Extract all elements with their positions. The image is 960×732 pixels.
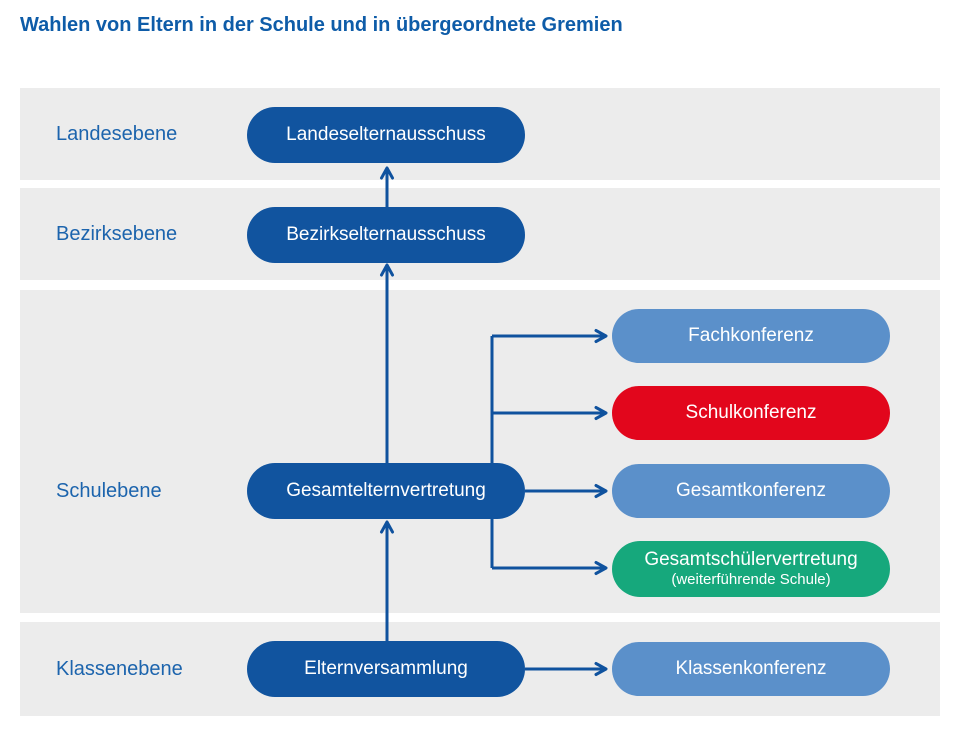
- node-elternversammlung: Elternversammlung: [247, 641, 525, 697]
- node-label: Fachkonferenz: [688, 325, 814, 347]
- node-label: Bezirkselternausschuss: [286, 224, 486, 246]
- page-title: Wahlen von Eltern in der Schule und in ü…: [20, 14, 623, 36]
- node-fachkonferenz: Fachkonferenz: [612, 309, 890, 363]
- node-bezirkselternausschuss: Bezirkselternausschuss: [247, 207, 525, 263]
- node-label: Gesamtkonferenz: [676, 480, 826, 502]
- band-label-landesebene: Landesebene: [56, 123, 178, 145]
- node-label: Gesamtschülervertretung: [644, 549, 858, 571]
- node-schulkonferenz: Schulkonferenz: [612, 386, 890, 440]
- node-landeselternausschuss: Landeselternausschuss: [247, 107, 525, 163]
- node-label: Gesamtelternvertretung: [286, 480, 486, 502]
- band-label-schulebene: Schulebene: [56, 480, 162, 502]
- node-gesamtelternvertretung: Gesamtelternvertretung: [247, 463, 525, 519]
- node-gesamtschuelervertretung: Gesamtschülervertretung (weiterführende …: [612, 541, 890, 597]
- band-label-klassenebene: Klassenebene: [56, 658, 183, 680]
- band-label-bezirksebene: Bezirksebene: [56, 223, 178, 245]
- node-label: Klassenkonferenz: [675, 658, 827, 680]
- node-klassenkonferenz: Klassenkonferenz: [612, 642, 890, 696]
- node-gesamtkonferenz: Gesamtkonferenz: [612, 464, 890, 518]
- node-label: Elternversammlung: [304, 658, 468, 680]
- node-label: Landeselternausschuss: [286, 124, 486, 146]
- node-sublabel: (weiterführende Schule): [671, 571, 831, 589]
- node-label: Schulkonferenz: [685, 402, 817, 424]
